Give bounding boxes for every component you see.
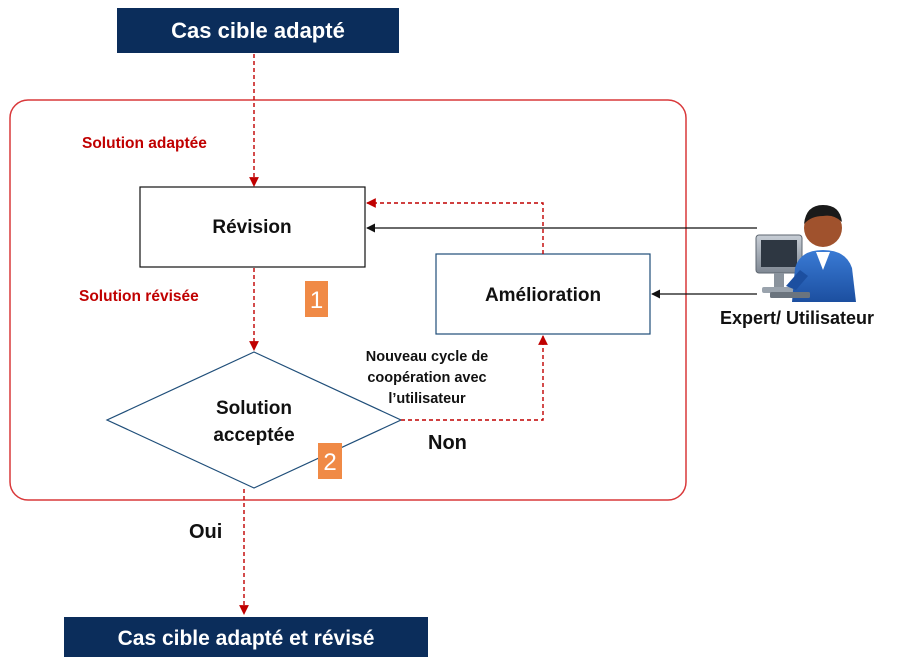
edge-decision-to-amelioration (401, 335, 548, 421)
badge-1: 1 (305, 281, 328, 317)
edge-label-solution-revisee: Solution révisée (79, 288, 199, 305)
amelioration-label: Amélioration (485, 285, 601, 306)
footer-label: Cas cible adapté et révisé (118, 627, 375, 650)
edge-label-nouveau-cycle-line1: Nouveau cycle de (366, 349, 489, 365)
decision-label-line2: acceptée (213, 425, 294, 446)
process-frame (9, 99, 687, 501)
edge-label-oui: Oui (189, 521, 222, 543)
badge-2-label: 2 (323, 449, 336, 476)
edge-label-solution-adaptee: Solution adaptée (82, 135, 207, 152)
revision-label: Révision (212, 217, 291, 238)
amelioration-box: Amélioration (435, 253, 651, 335)
header-label: Cas cible adapté (171, 18, 345, 43)
edge-amelioration-to-revision (366, 198, 544, 254)
footer-box: Cas cible adapté et révisé (64, 617, 428, 657)
header-box: Cas cible adapté (117, 8, 399, 53)
decision-label-line1: Solution (216, 398, 292, 419)
badge-2: 2 (318, 443, 342, 479)
actor-label: Expert/ Utilisateur (720, 308, 874, 328)
decision-diamond: Solution acceptée (105, 351, 403, 489)
badge-1-label: 1 (310, 287, 323, 314)
edge-label-non: Non (428, 432, 467, 454)
edge-label-nouveau-cycle-line2: coopération avec (367, 370, 486, 386)
user-computer-icon (755, 205, 856, 302)
edge-label-nouveau-cycle-line3: l’utilisateur (388, 391, 466, 407)
revision-box: Révision (139, 186, 366, 268)
